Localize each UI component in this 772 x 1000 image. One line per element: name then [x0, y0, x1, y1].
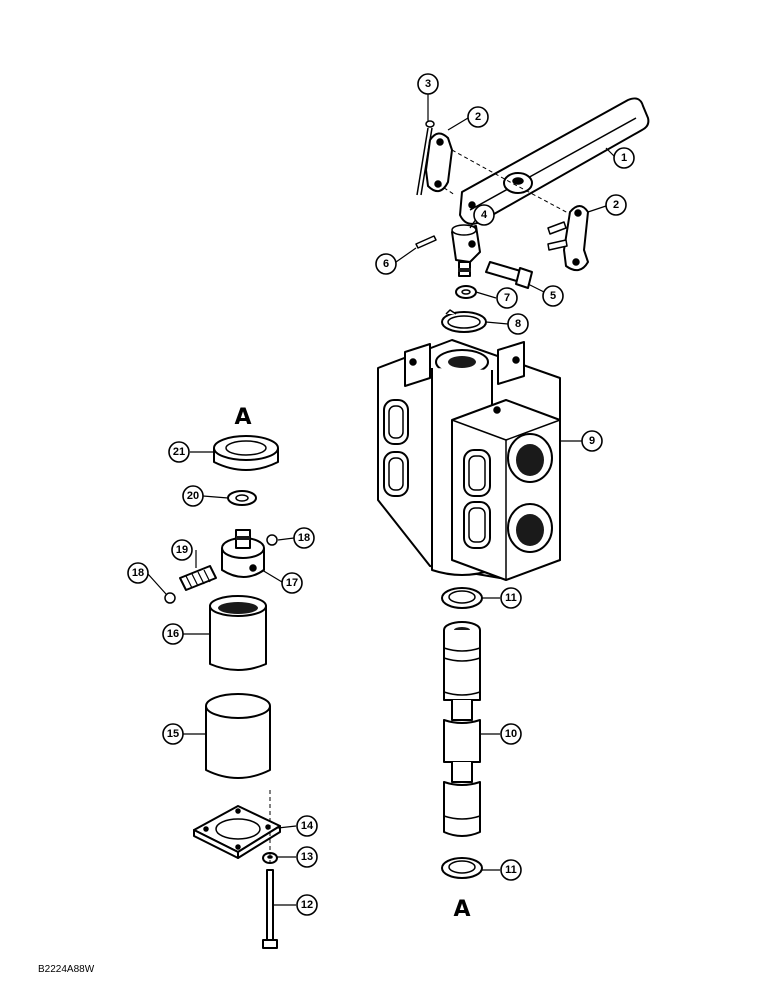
callout-2-upper: 2 — [467, 106, 489, 128]
leader-lines — [147, 94, 615, 906]
alignment-line-top — [451, 149, 571, 215]
svg-text:3: 3 — [425, 78, 431, 90]
callout-9: 9 — [581, 430, 603, 452]
svg-text:2: 2 — [613, 199, 619, 211]
svg-text:6: 6 — [383, 258, 389, 270]
svg-text:20: 20 — [187, 490, 199, 502]
svg-text:19: 19 — [176, 544, 188, 556]
svg-text:1: 1 — [621, 152, 627, 164]
svg-text:9: 9 — [589, 435, 595, 447]
callout-2-lower: 2 — [605, 194, 627, 216]
callout-14: 14 — [296, 815, 318, 837]
svg-text:17: 17 — [286, 577, 298, 589]
callout-1: 1 — [613, 147, 635, 169]
svg-text:16: 16 — [167, 628, 179, 640]
washer-part — [227, 490, 257, 506]
svg-text:2: 2 — [475, 111, 481, 123]
plug-ring-part — [213, 435, 279, 471]
spool-part — [443, 621, 481, 837]
link-right-part — [563, 205, 589, 272]
callout-6: 6 — [375, 253, 397, 275]
svg-text:10: 10 — [505, 728, 517, 740]
callout-4: 4 — [473, 204, 495, 226]
clevis-part — [451, 224, 481, 277]
callout-10: 10 — [500, 723, 522, 745]
callout-20: 20 — [182, 485, 204, 507]
callout-13: 13 — [296, 846, 318, 868]
bolt-part — [485, 261, 533, 289]
seal-ring-upper-part — [441, 587, 483, 609]
sleeve-part — [209, 595, 267, 671]
ball-left-part — [164, 592, 176, 604]
callout-17: 17 — [281, 572, 303, 594]
cotter-pin-part — [416, 120, 435, 196]
svg-text:7: 7 — [504, 292, 510, 304]
snap-ring-part — [441, 309, 487, 333]
callout-3: 3 — [417, 73, 439, 95]
svg-text:18: 18 — [298, 532, 310, 544]
callout-18-right: 18 — [293, 527, 315, 549]
lever-part — [459, 97, 650, 225]
svg-text:13: 13 — [301, 851, 313, 863]
svg-text:15: 15 — [167, 728, 179, 740]
callout-7: 7 — [496, 287, 518, 309]
callout-15: 15 — [162, 723, 184, 745]
callout-8: 8 — [507, 313, 529, 335]
seal-ring-lower-part — [441, 857, 483, 879]
spring-part — [179, 565, 217, 591]
section-label-top: A — [234, 405, 251, 430]
svg-text:4: 4 — [481, 209, 488, 221]
svg-text:14: 14 — [301, 820, 314, 832]
callout-11-lower: 11 — [500, 859, 522, 881]
svg-text:11: 11 — [505, 592, 517, 604]
svg-text:12: 12 — [301, 899, 313, 911]
ball-right-part — [266, 534, 278, 546]
cover-plate-part — [193, 805, 281, 859]
small-pin-part — [415, 235, 437, 249]
alignment-line-left — [437, 183, 456, 196]
lock-washer-part — [455, 285, 477, 299]
callout-21: 21 — [168, 441, 190, 463]
link-left-part — [425, 132, 453, 193]
link-pins — [547, 221, 568, 251]
callout-18-left: 18 — [127, 562, 149, 584]
svg-text:11: 11 — [505, 864, 517, 876]
cap-part — [205, 693, 271, 779]
callout-11-upper: 11 — [500, 587, 522, 609]
svg-text:8: 8 — [515, 318, 521, 330]
svg-text:21: 21 — [173, 446, 185, 458]
svg-text:5: 5 — [550, 290, 556, 302]
callout-5: 5 — [542, 285, 564, 307]
section-label-bottom: A — [453, 897, 470, 922]
callout-19: 19 — [171, 539, 193, 561]
svg-text:18: 18 — [132, 567, 144, 579]
callout-16: 16 — [162, 623, 184, 645]
detent-body-part — [221, 529, 265, 578]
valve-body-part — [377, 339, 561, 581]
callout-12: 12 — [296, 894, 318, 916]
drawing-code: B2224A88W — [38, 964, 95, 975]
cap-screw-part — [262, 869, 278, 949]
